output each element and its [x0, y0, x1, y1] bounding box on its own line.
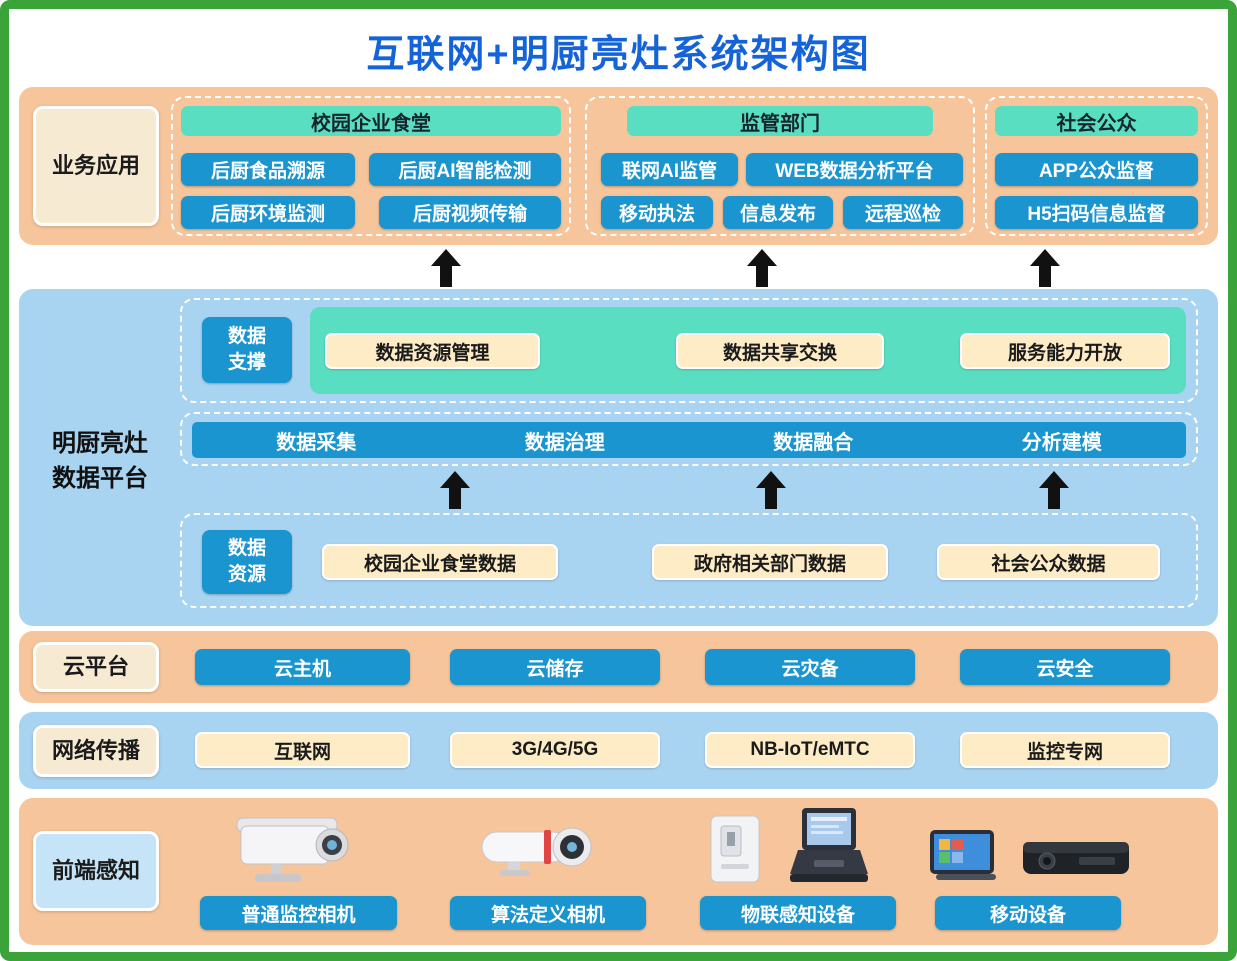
network-chip: 互联网	[195, 732, 410, 768]
cloud-chip: 云主机	[195, 649, 410, 685]
up-arrow-icon	[440, 471, 470, 509]
bullet-camera-icon	[474, 818, 604, 885]
data-resource-tag: 数据 资源	[202, 530, 292, 594]
up-arrow-icon	[756, 471, 786, 509]
frontend-chip: 移动设备	[935, 896, 1121, 930]
support-group: 数据 支撑 数据资源管理 数据共享交换 服务能力开放	[180, 298, 1198, 403]
resource-group: 数据 资源 校园企业食堂数据 政府相关部门数据 社会公众数据	[180, 513, 1198, 608]
cloud-chip: 云储存	[450, 649, 660, 685]
business-chip: 移动执法	[601, 196, 713, 229]
up-arrow-icon	[1030, 249, 1060, 287]
canteen-group-header: 校园企业食堂	[181, 106, 561, 136]
resource-chip: 政府相关部门数据	[652, 544, 888, 580]
frontend-chip: 普通监控相机	[200, 896, 397, 930]
business-chip: 后厨AI智能检测	[369, 153, 561, 186]
business-chip: H5扫码信息监督	[995, 196, 1198, 229]
iot-device-icon	[707, 812, 763, 891]
frontend-layer-label: 前端感知	[33, 831, 159, 911]
public-group: 社会公众 APP公众监督 H5扫码信息监督	[985, 96, 1208, 236]
business-chip: 后厨食品溯源	[181, 153, 355, 186]
frontend-layer: 前端感知	[19, 798, 1218, 945]
business-chip: 后厨视频传输	[379, 196, 561, 229]
frontend-chip: 算法定义相机	[450, 896, 646, 930]
network-chip: 3G/4G/5G	[450, 732, 660, 768]
network-layer: 网络传播 互联网 3G/4G/5G NB-IoT/eMTC 监控专网	[19, 712, 1218, 789]
business-chip: APP公众监督	[995, 153, 1198, 186]
pos-terminal-icon	[784, 804, 874, 893]
business-chip: WEB数据分析平台	[746, 153, 963, 186]
network-layer-label: 网络传播	[33, 725, 159, 777]
up-arrow-icon	[1039, 471, 1069, 509]
resource-chip: 社会公众数据	[937, 544, 1160, 580]
resource-chip: 校园企业食堂数据	[322, 544, 558, 580]
network-chip: NB-IoT/eMTC	[705, 732, 915, 768]
public-group-header: 社会公众	[995, 106, 1198, 136]
up-arrow-icon	[431, 249, 461, 287]
process-group: 数据采集 数据治理 数据融合 分析建模	[180, 412, 1198, 466]
diagram-title: 互联网+明厨亮灶系统架构图	[366, 34, 871, 76]
business-layer-label: 业务应用	[33, 106, 159, 226]
regulator-group: 监管部门 联网AI监管 WEB数据分析平台 移动执法 信息发布 远程巡检	[585, 96, 975, 236]
regulator-group-header: 监管部门	[627, 106, 933, 136]
network-chip: 监控专网	[960, 732, 1170, 768]
data-support-tag: 数据 支撑	[202, 317, 292, 383]
support-panel: 数据资源管理 数据共享交换 服务能力开放	[310, 307, 1186, 394]
cloud-chip: 云灾备	[705, 649, 915, 685]
support-chip: 数据资源管理	[325, 333, 540, 369]
data-platform-label: 明厨亮灶 数据平台	[52, 430, 148, 492]
cctv-camera-icon	[219, 810, 359, 895]
cloud-chip: 云安全	[960, 649, 1170, 685]
business-chip: 联网AI监管	[601, 153, 738, 186]
process-step: 数据融合	[773, 431, 854, 454]
process-step: 数据采集	[276, 431, 357, 454]
process-step: 分析建模	[1021, 431, 1102, 454]
canteen-group: 校园企业食堂 后厨食品溯源 后厨AI智能检测 后厨环境监测 后厨视频传输	[171, 96, 571, 236]
process-bar: 数据采集 数据治理 数据融合 分析建模	[192, 422, 1186, 458]
support-chip: 服务能力开放	[960, 333, 1170, 369]
data-platform-layer: 明厨亮灶 数据平台 数据 支撑 数据资源管理 数据共享交换 服务能力开放 数据采…	[19, 289, 1218, 626]
process-step: 数据治理	[524, 431, 605, 454]
tablet-icon	[924, 826, 1009, 889]
dvr-box-icon	[1019, 832, 1134, 887]
business-chip: 远程巡检	[843, 196, 963, 229]
cloud-layer-label: 云平台	[33, 642, 159, 692]
frontend-chip: 物联感知设备	[700, 896, 896, 930]
business-chip: 后厨环境监测	[181, 196, 355, 229]
cloud-layer: 云平台 云主机 云储存 云灾备 云安全	[19, 631, 1218, 703]
up-arrow-icon	[747, 249, 777, 287]
support-chip: 数据共享交换	[676, 333, 884, 369]
business-chip: 信息发布	[723, 196, 833, 229]
business-layer: 业务应用 校园企业食堂 后厨食品溯源 后厨AI智能检测 后厨环境监测 后厨视频传…	[19, 87, 1218, 245]
